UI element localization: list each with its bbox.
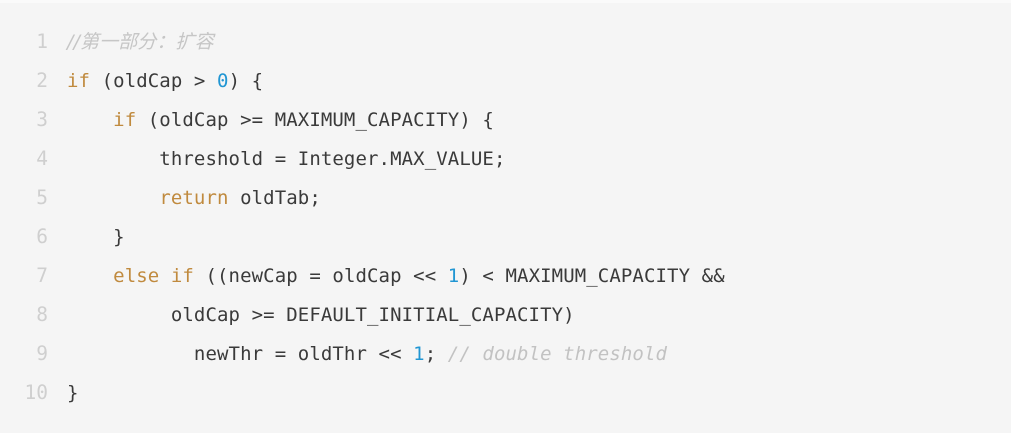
line-number: 10 [24,381,48,404]
code-token-plain: } [67,226,125,248]
line-content[interactable]: //第一部分：扩容 [48,23,1011,62]
code-token-plain [67,265,113,287]
line-number: 3 [36,108,48,131]
line-content[interactable]: if (oldCap > 0) { [48,62,1011,101]
code-token-plain: } [67,382,79,404]
code-token-plain: oldTab; [228,187,321,209]
code-token-plain: ((newCap = oldCap << [193,265,448,287]
code-line[interactable]: 4 threshold = Integer.MAX_VALUE; [0,139,1011,178]
line-number: 4 [36,147,48,170]
code-token-plain: threshold = Integer.MAX_VALUE; [67,148,506,170]
code-line[interactable]: 1 //第一部分：扩容 [0,22,1011,61]
code-token-comment: // double threshold [447,343,668,365]
line-content[interactable]: } [48,374,1011,413]
code-line[interactable]: 9 newThr = oldThr << 1; // double thresh… [0,334,1011,373]
line-content[interactable]: else if ((newCap = oldCap << 1) < MAXIMU… [48,257,1011,296]
top-edge-strip [0,0,1011,3]
line-number: 2 [36,69,48,92]
line-content[interactable]: return oldTab; [48,179,1011,218]
code-token-plain: oldCap >= DEFAULT_INITIAL_CAPACITY) [67,304,575,326]
code-token-number: 1 [447,265,460,287]
line-content[interactable]: newThr = oldThr << 1; // double threshol… [48,335,1011,374]
line-number: 9 [36,342,48,365]
code-line[interactable]: 7 else if ((newCap = oldCap << 1) < MAXI… [0,256,1011,295]
code-token-plain: ) { [228,70,264,92]
line-content[interactable]: oldCap >= DEFAULT_INITIAL_CAPACITY) [48,296,1011,335]
code-token-number: 1 [413,343,425,365]
code-token-plain: (oldCap > [90,70,218,92]
line-number: 8 [36,303,48,326]
code-token-plain: (oldCap >= MAXIMUM_CAPACITY) { [136,109,494,131]
line-number: 7 [36,264,48,287]
code-line[interactable]: 8 oldCap >= DEFAULT_INITIAL_CAPACITY) [0,295,1011,334]
code-line[interactable]: 5 return oldTab; [0,178,1011,217]
line-content[interactable]: threshold = Integer.MAX_VALUE; [48,140,1011,179]
code-token-plain: newThr = oldThr << [67,343,414,365]
code-token-plain [67,187,159,209]
code-line[interactable]: 10} [0,373,1011,412]
line-content[interactable]: } [48,218,1011,257]
code-token-plain: ; [424,343,448,365]
line-number: 6 [36,225,48,248]
line-number: 5 [36,186,48,209]
code-token-keyword: else if [113,265,194,287]
code-line[interactable]: 3 if (oldCap >= MAXIMUM_CAPACITY) { [0,100,1011,139]
line-number: 1 [36,30,48,53]
code-token-number: 0 [217,70,229,92]
code-token-plain [67,109,113,131]
code-token-keyword: return [159,187,229,209]
code-token-comment-cn: //第一部分：扩容 [67,31,214,53]
code-token-keyword: if [113,109,137,131]
line-content[interactable]: if (oldCap >= MAXIMUM_CAPACITY) { [48,101,1011,140]
code-token-keyword: if [67,70,91,92]
code-line[interactable]: 6 } [0,217,1011,256]
code-token-plain: ) < MAXIMUM_CAPACITY && [459,265,725,287]
